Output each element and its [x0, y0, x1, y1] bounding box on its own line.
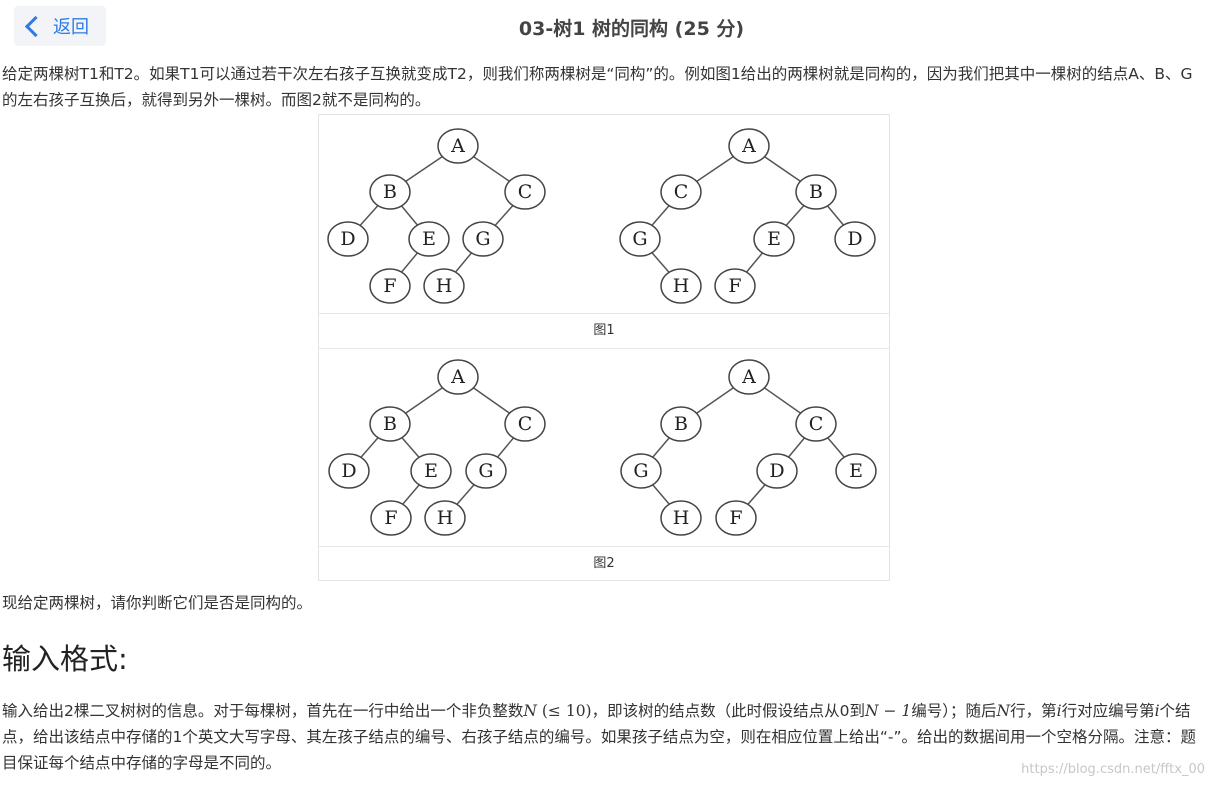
- tree-2-2: A B C G D E H F: [620, 359, 877, 536]
- tree-node-label: G: [633, 460, 648, 482]
- tree-node-label: D: [769, 460, 784, 482]
- tree-1-2: A C B G E D H F: [619, 128, 876, 304]
- math-i-2: i: [1154, 702, 1160, 720]
- tree-node-label: H: [673, 507, 690, 529]
- question-text: 现给定两棵树，请你判断它们是否是同构的。: [2, 594, 313, 612]
- page-title: 03-树1 树的同构 (25 分): [518, 18, 745, 40]
- tree-node-circle: [728, 128, 770, 164]
- tree-node-label: G: [478, 460, 493, 482]
- tree-node-circle: [504, 174, 546, 210]
- math-range: (≤ 10): [536, 702, 592, 720]
- tree-node-label: A: [450, 366, 465, 388]
- tree-2-1: A B C D E G F H: [328, 359, 546, 536]
- tree-node-circle: [423, 268, 465, 304]
- tree-node-circle: [728, 359, 770, 395]
- tree-node-label: F: [729, 507, 742, 529]
- tree-node-label: C: [674, 181, 689, 203]
- tree-node-label: B: [383, 181, 397, 203]
- tree-node-label: A: [741, 135, 756, 157]
- tree-node-circle: [835, 453, 877, 489]
- tree-node-circle: [714, 268, 756, 304]
- tree-node-label: C: [809, 413, 824, 435]
- tree-node-label: F: [383, 275, 396, 297]
- tree-node-circle: [660, 268, 702, 304]
- tree-node-label: C: [518, 413, 533, 435]
- tree-node-circle: [795, 406, 837, 442]
- tree-node-label: C: [518, 181, 533, 203]
- tree-node-circle: [408, 221, 450, 257]
- input-format-heading: 输入格式:: [2, 642, 128, 676]
- tree-node-circle: [370, 500, 412, 536]
- input-text-5: 行对应编号第: [1061, 702, 1155, 720]
- figure-2-image: A B C D E G F H A B C G D E H F: [328, 359, 877, 536]
- tree-node-label: F: [384, 507, 397, 529]
- tree-node-label: A: [450, 135, 465, 157]
- math-n: N: [523, 702, 537, 720]
- input-text-4: 行，第: [1010, 702, 1057, 720]
- input-text-3: 编号）；随后: [911, 702, 997, 720]
- tree-node-circle: [424, 500, 466, 536]
- tree-node-label: F: [728, 275, 741, 297]
- tree-node-circle: [462, 221, 504, 257]
- tree-node-circle: [504, 406, 546, 442]
- tree-node-circle: [660, 500, 702, 536]
- tree-node-label: D: [847, 228, 862, 250]
- problem-intro: 给定两棵树T1和T2。如果T1可以通过若干次左右孩子互换就变成T2，则我们称两棵…: [2, 65, 1193, 109]
- math-n-2: N: [996, 702, 1011, 720]
- input-text-2: ，即该树的结点数（此时假设结点从0到: [591, 702, 865, 720]
- tree-node-circle: [465, 453, 507, 489]
- back-button[interactable]: 返回: [14, 6, 106, 46]
- tree-node-label: D: [340, 228, 355, 250]
- figure-1-caption: 图1: [319, 313, 889, 349]
- tree-node-circle: [437, 128, 479, 164]
- tree-node-label: H: [437, 507, 454, 529]
- back-label: 返回: [53, 17, 89, 38]
- tree-node-circle: [753, 221, 795, 257]
- input-text-6: 个结点，给出该结点中存储的1个英文大写字母、其左孩子结点的编号、右孩子结点的编号…: [2, 702, 1197, 772]
- tree-1-1: A B C D E G F H: [327, 128, 546, 304]
- tree-node-circle: [327, 221, 369, 257]
- tree-node-label: G: [475, 228, 490, 250]
- tree-node-circle: [437, 359, 479, 395]
- figure-2-caption: 图2: [319, 546, 889, 581]
- tree-node-circle: [620, 453, 662, 489]
- tree-node-label: B: [809, 181, 823, 203]
- tree-node-label: E: [849, 460, 863, 482]
- top-bar: 返回 03-树1 树的同构 (25 分): [0, 0, 1213, 54]
- tree-node-label: E: [767, 228, 781, 250]
- tree-node-label: H: [673, 275, 690, 297]
- tree-node-circle: [660, 406, 702, 442]
- tree-node-circle: [756, 453, 798, 489]
- tree-node-circle: [369, 268, 411, 304]
- math-n-minus-1: N − 1: [864, 702, 912, 720]
- math-i: i: [1056, 702, 1062, 720]
- figure-1-image: A B C D E G F H A C B G E D H F: [327, 128, 876, 304]
- figure-box: A B C D E G F H A C B G E D H F 图1 A B C D E G F H A B C G D E H F 图2: [318, 114, 890, 581]
- tree-node-circle: [795, 174, 837, 210]
- tree-node-label: A: [741, 366, 756, 388]
- tree-node-circle: [834, 221, 876, 257]
- watermark: https://blog.csdn.net/fftx_00: [1021, 762, 1205, 777]
- tree-node-label: B: [383, 413, 397, 435]
- tree-node-label: D: [341, 460, 356, 482]
- tree-node-label: H: [436, 275, 453, 297]
- tree-node-label: E: [422, 228, 436, 250]
- tree-node-circle: [619, 221, 661, 257]
- tree-node-circle: [715, 500, 757, 536]
- tree-node-label: G: [632, 228, 647, 250]
- tree-node-circle: [660, 174, 702, 210]
- tree-node-circle: [328, 453, 370, 489]
- tree-node-circle: [369, 406, 411, 442]
- tree-node-label: E: [424, 460, 438, 482]
- input-format-description: 输入给出2棵二叉树树的信息。对于每棵树，首先在一行中给出一个非负整数N (≤ 1…: [2, 698, 1210, 776]
- tree-node-circle: [410, 453, 452, 489]
- tree-node-label: B: [674, 413, 688, 435]
- input-text-1: 输入给出2棵二叉树树的信息。对于每棵树，首先在一行中给出一个非负整数: [2, 702, 524, 720]
- tree-node-circle: [369, 174, 411, 210]
